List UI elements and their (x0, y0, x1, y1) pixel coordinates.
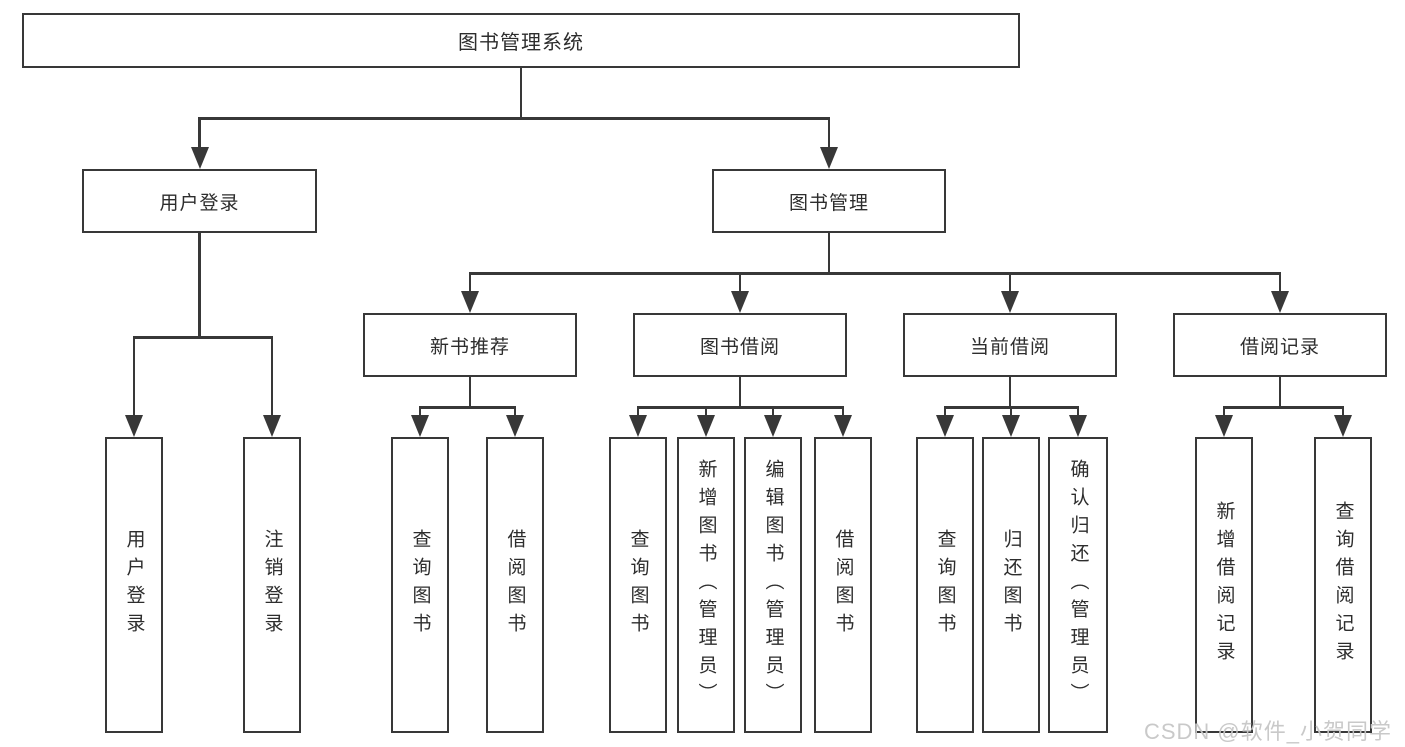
node-leaf-add-book: 新增图书（管理员） (677, 437, 735, 733)
connector-drop-leaf-query-borrow-record (1341, 406, 1345, 417)
node-label: 用户登录 (123, 529, 145, 641)
arrow-down-icon (936, 415, 954, 437)
arrow-down-icon (731, 291, 749, 313)
csdn-watermark: CSDN @软件_小贺同学 (1143, 719, 1392, 744)
connector-drop-leaf-query-book-2 (636, 406, 640, 417)
node-label: 新增图书（管理员） (695, 459, 717, 711)
node-current-borrow: 当前借阅 (903, 313, 1117, 377)
arrow-down-icon (1002, 415, 1020, 437)
node-leaf-borrow-book-1: 借阅图书 (486, 437, 544, 733)
node-label: 图书管理 (788, 192, 869, 214)
node-label: 查询图书 (934, 529, 956, 641)
connector-drop-leaf-query-book-1 (418, 406, 422, 417)
arrow-down-icon (1334, 415, 1352, 437)
connector-drop-leaf-add-borrow-record (1222, 406, 1226, 417)
connector-drop-borrow-records (1278, 272, 1282, 293)
connector-drop-leaf-query-book-3 (943, 406, 947, 417)
arrow-down-icon (461, 291, 479, 313)
node-leaf-query-borrow-record: 查询借阅记录 (1314, 437, 1372, 733)
node-leaf-user-login: 用户登录 (105, 437, 163, 733)
connector-stem-book-borrow (738, 377, 742, 409)
node-borrow-records: 借阅记录 (1173, 313, 1387, 377)
arrow-down-icon (263, 415, 281, 437)
node-leaf-confirm-return: 确认归还（管理员） (1048, 437, 1108, 733)
node-user-login: 用户登录 (82, 169, 317, 233)
arrow-down-icon (629, 415, 647, 437)
node-leaf-query-book-3: 查询图书 (916, 437, 974, 733)
node-label: 编辑图书（管理员） (762, 459, 784, 711)
arrow-down-icon (820, 147, 838, 169)
connector-drop-book-management (827, 117, 831, 149)
node-leaf-query-book-2: 查询图书 (609, 437, 667, 733)
connector-bus-new-book-recommend (418, 406, 517, 409)
arrow-down-icon (190, 147, 209, 169)
connector-bus-user-login (132, 336, 274, 339)
connector-drop-leaf-return-book (1009, 406, 1013, 417)
connector-stem-user-login (198, 233, 201, 339)
node-label: 新增借阅记录 (1213, 501, 1235, 669)
node-label: 借阅记录 (1239, 336, 1320, 358)
connector-drop-leaf-borrow-book-1 (513, 406, 517, 417)
node-label: 查询图书 (409, 529, 431, 641)
connector-drop-leaf-borrow-book-2 (841, 406, 845, 417)
arrow-down-icon (764, 415, 782, 437)
node-label: 查询借阅记录 (1332, 501, 1354, 669)
arrow-down-icon (697, 415, 715, 437)
connector-stem-borrow-records (1278, 377, 1282, 409)
node-label: 借阅图书 (832, 529, 854, 641)
node-label: 注销登录 (261, 529, 283, 641)
node-label: 当前借阅 (969, 336, 1050, 358)
connector-drop-book-borrow (738, 272, 742, 293)
node-label: 图书管理系统 (458, 32, 584, 54)
node-leaf-add-borrow-record: 新增借阅记录 (1195, 437, 1253, 733)
arrow-down-icon (1215, 415, 1233, 437)
arrow-down-icon (411, 415, 429, 437)
node-label: 确认归还（管理员） (1067, 459, 1089, 711)
connector-drop-leaf-add-book (704, 406, 708, 417)
connector-stem-book-management (827, 233, 831, 275)
connector-drop-leaf-logout (270, 336, 274, 417)
node-leaf-query-book-1: 查询图书 (391, 437, 449, 733)
arrow-down-icon (125, 415, 143, 437)
connector-drop-leaf-user-login (132, 336, 136, 417)
node-new-book-recommend: 新书推荐 (363, 313, 577, 377)
connector-drop-leaf-edit-book (771, 406, 775, 417)
node-book-borrow: 图书借阅 (633, 313, 847, 377)
node-label: 用户登录 (159, 192, 240, 214)
node-leaf-borrow-book-2: 借阅图书 (814, 437, 872, 733)
connector-bus-book-borrow (636, 406, 845, 409)
node-leaf-return-book: 归还图书 (982, 437, 1040, 733)
arrow-down-icon (834, 415, 852, 437)
node-label: 归还图书 (1000, 529, 1022, 641)
connector-bus-root (198, 117, 831, 120)
arrow-down-icon (506, 415, 524, 437)
node-label: 查询图书 (627, 529, 649, 641)
connector-drop-leaf-confirm-return (1076, 406, 1080, 417)
connector-stem-root (519, 68, 523, 120)
connector-stem-current-borrow (1008, 377, 1012, 409)
node-root: 图书管理系统 (22, 13, 1020, 68)
connector-stem-new-book-recommend (468, 377, 472, 409)
connector-drop-current-borrow (1008, 272, 1012, 293)
connector-bus-borrow-records (1222, 406, 1345, 409)
node-leaf-logout: 注销登录 (243, 437, 301, 733)
connector-drop-user-login (198, 117, 201, 149)
node-label: 新书推荐 (429, 336, 510, 358)
connector-drop-new-book-recommend (468, 272, 472, 293)
node-label: 借阅图书 (504, 529, 526, 641)
node-book-management: 图书管理 (712, 169, 946, 233)
node-label: 图书借阅 (699, 336, 780, 358)
arrow-down-icon (1271, 291, 1289, 313)
connector-bus-book-management (468, 272, 1282, 275)
node-leaf-edit-book: 编辑图书（管理员） (744, 437, 802, 733)
arrow-down-icon (1001, 291, 1019, 313)
arrow-down-icon (1069, 415, 1087, 437)
